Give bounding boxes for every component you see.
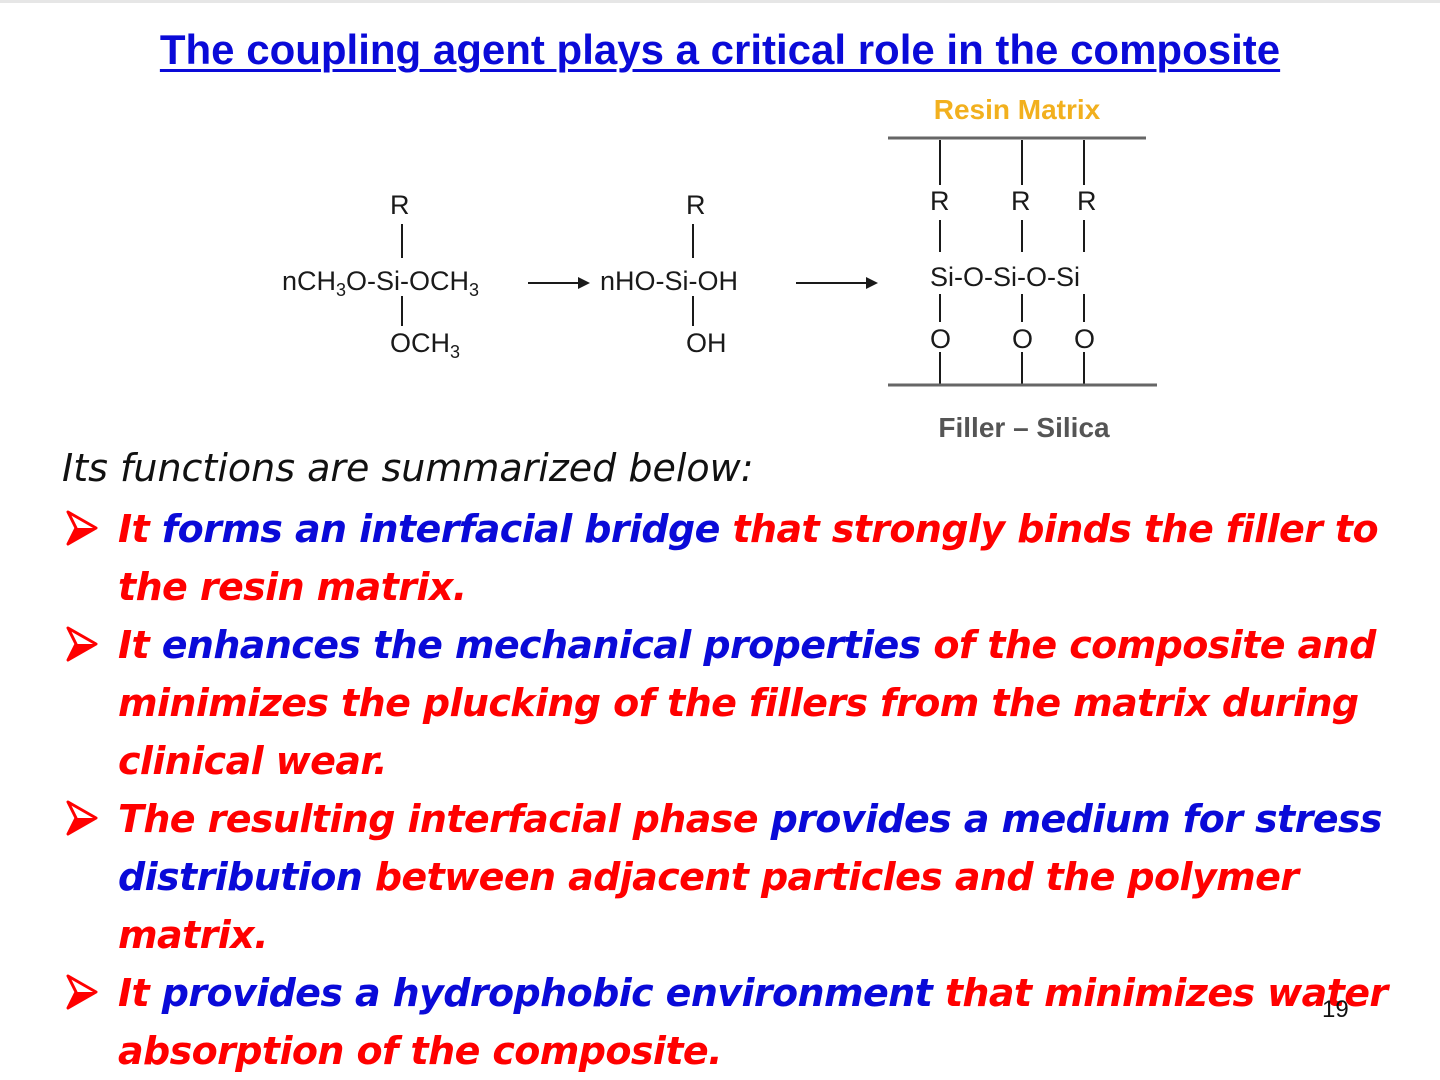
interface-r-3: R [1077, 186, 1097, 216]
bullet-text-segment: It [118, 971, 162, 1015]
bullet-text-segment: that strongly binds the filler to the re… [118, 507, 1379, 609]
bullet-text-segment: of the composite and minimizes the pluck… [118, 623, 1376, 783]
silanol-r-group: R [686, 190, 706, 220]
bullet-text-segment: provides a hydrophobic environment [161, 971, 945, 1015]
interface-o-3: O [1074, 324, 1095, 354]
resin-matrix-label: Resin Matrix [934, 94, 1101, 125]
arrowhead-bullet-icon [66, 800, 98, 836]
functions-list: It forms an interfacial bridge that stro… [0, 500, 1420, 1080]
bullet-text-segment: It [118, 623, 162, 667]
slide-title: The coupling agent plays a critical role… [159, 26, 1281, 73]
silane-r-group: R [390, 190, 410, 220]
arrowhead-bullet-icon [66, 626, 98, 662]
filler-silica-label: Filler – Silica [938, 412, 1110, 443]
bullet-text-segment: The resulting interfacial phase [118, 797, 771, 841]
reaction-arrow-2 [796, 277, 878, 289]
interface-siloxane-chain: Si-O-Si-O-Si [930, 262, 1080, 292]
bullet-text-segment: forms an interfacial bridge [161, 507, 733, 551]
coupling-reaction-diagram: R nCH3O-Si-OCH3 OCH3 R nHO-Si-OH OH Resi… [282, 94, 1157, 443]
silane-bottom-group: OCH3 [390, 328, 460, 362]
functions-intro: Its functions are summarized below: [62, 446, 754, 490]
bullet-text-segment: enhances the mechanical properties [161, 623, 934, 667]
bullet-text-segment: provides a medium for stress distributio… [118, 797, 1383, 899]
page-number: 19 [1322, 996, 1349, 1023]
top-border [0, 0, 1440, 3]
function-bullet: It enhances the mechanical properties of… [0, 616, 1408, 790]
function-bullet: It forms an interfacial bridge that stro… [0, 500, 1408, 616]
silanol-formula: nHO-Si-OH [600, 266, 738, 296]
bullet-text-segment: It [118, 507, 162, 551]
function-bullet: The resulting interfacial phase provides… [0, 790, 1408, 964]
interface-r-1: R [930, 186, 950, 216]
bullet-text-segment: that minimizes water absorption of the c… [118, 971, 1388, 1073]
bullet-text-segment: between adjacent particles and the polym… [118, 855, 1299, 957]
interface-o-2: O [1012, 324, 1033, 354]
arrowhead-bullet-icon [66, 510, 98, 546]
interface-r-2: R [1011, 186, 1031, 216]
arrowhead-bullet-icon [66, 974, 98, 1010]
silanol-molecule: R nHO-Si-OH OH [600, 190, 738, 358]
interface-structure: Resin Matrix R R R Si-O-Si-O-Si O O O Fi… [888, 94, 1157, 443]
silane-formula: nCH3O-Si-OCH3 [282, 266, 479, 300]
silane-molecule: R nCH3O-Si-OCH3 OCH3 [282, 190, 479, 362]
reaction-arrow-1 [528, 277, 590, 289]
interface-o-1: O [930, 324, 951, 354]
silanol-bottom-group: OH [686, 328, 727, 358]
function-bullet: It provides a hydrophobic environment th… [0, 964, 1408, 1080]
